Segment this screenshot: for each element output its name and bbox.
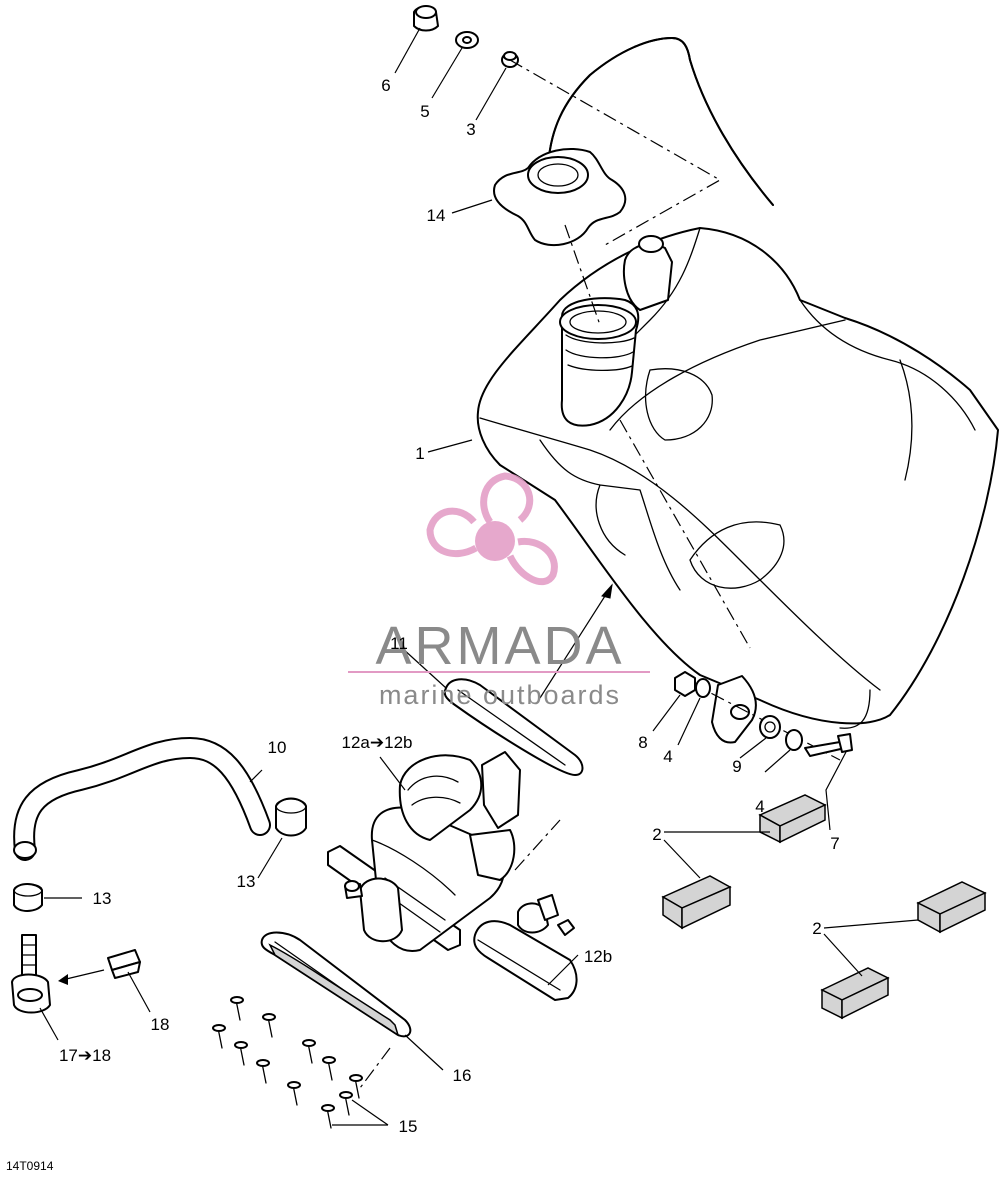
mount-hardware bbox=[674, 671, 853, 757]
callout-8: 8 bbox=[638, 733, 647, 752]
hose-clamps bbox=[13, 797, 307, 912]
callout-17: 17➔18 bbox=[59, 1046, 111, 1065]
callout-5: 5 bbox=[420, 102, 429, 121]
callout-4a: 4 bbox=[663, 747, 672, 766]
fuel-pump-module bbox=[327, 751, 521, 952]
callout-4b: 4 bbox=[755, 797, 764, 816]
fuel-fitting bbox=[11, 934, 51, 1014]
fuel-cap bbox=[493, 37, 774, 247]
callout-13b: 13 bbox=[237, 872, 256, 891]
mounting-plate bbox=[260, 931, 412, 1038]
callout-11: 11 bbox=[390, 634, 408, 653]
callout-2b: 2 bbox=[812, 919, 821, 938]
callout-3: 3 bbox=[466, 120, 475, 139]
callout-9: 9 bbox=[732, 757, 741, 776]
foam-pads bbox=[661, 794, 987, 1020]
callout-7: 7 bbox=[830, 834, 839, 853]
callout-6: 6 bbox=[381, 76, 390, 95]
callout-2a: 2 bbox=[652, 825, 661, 844]
callout-14: 14 bbox=[427, 206, 446, 225]
callout-12a: 12a➔12b bbox=[342, 733, 413, 752]
watermark-logo bbox=[426, 472, 558, 586]
callout-16: 16 bbox=[453, 1066, 472, 1085]
watermark-brand: ARMADA bbox=[375, 616, 624, 676]
retaining-clip bbox=[58, 949, 141, 985]
callout-1: 1 bbox=[415, 444, 424, 463]
callout-12b: 12b bbox=[584, 947, 612, 966]
callout-18: 18 bbox=[151, 1015, 170, 1034]
gasket bbox=[401, 583, 613, 776]
callout-15: 15 bbox=[399, 1117, 418, 1136]
reference-code: 14T0914 bbox=[6, 1159, 54, 1173]
leader-lines bbox=[39, 27, 919, 1126]
callout-13a: 13 bbox=[93, 889, 112, 908]
screws bbox=[212, 996, 363, 1129]
callout-labels: 6 5 3 14 1 11 10 12a➔12b 8 4 9 4 7 2 2 1… bbox=[6, 76, 840, 1173]
cap-hardware bbox=[413, 5, 519, 68]
fuel-hose bbox=[13, 736, 271, 861]
watermark-tagline: marine outboards bbox=[379, 680, 621, 710]
fuel-tank bbox=[476, 227, 999, 744]
callout-10: 10 bbox=[268, 738, 287, 757]
level-sender bbox=[473, 894, 578, 1001]
